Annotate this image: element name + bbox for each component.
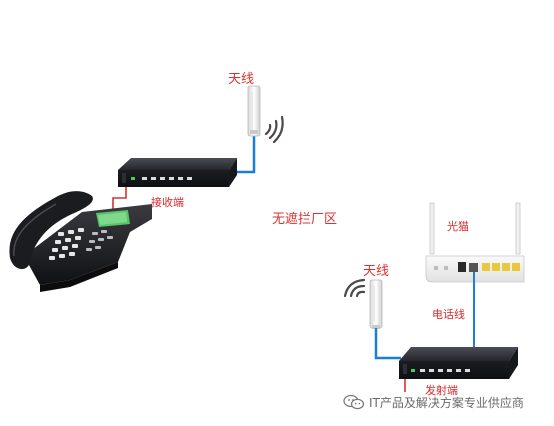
wechat-icon — [343, 394, 365, 410]
receiver-label: 接收端 — [151, 196, 184, 209]
optical-modem-label: 光猫 — [447, 220, 469, 233]
watermark-text: IT产品及解决方案专业供应商 — [369, 395, 524, 410]
wifi-signal-icon-top — [264, 115, 284, 144]
phone-to-receiver-cable — [112, 187, 127, 214]
transmitter-box — [399, 347, 518, 379]
watermark: IT产品及解决方案专业供应商 — [343, 393, 549, 411]
antenna-top — [247, 85, 261, 137]
phone-line-label: 电话线 — [432, 308, 465, 321]
antenna-bottom-label: 天线 — [363, 264, 390, 279]
receiver-antenna-cable — [229, 134, 256, 174]
transmitter-label: 发射端 — [425, 384, 458, 397]
receiver-box — [118, 158, 237, 187]
antenna-bottom — [369, 279, 383, 329]
no-obstruction-area-label: 无遮拦厂区 — [272, 212, 338, 227]
transmitter-antenna-cable — [374, 328, 401, 360]
wifi-signal-icon-bottom — [343, 278, 366, 298]
antenna-top-label: 天线 — [228, 72, 255, 87]
optical-modem — [425, 202, 525, 283]
telephone — [9, 191, 152, 292]
